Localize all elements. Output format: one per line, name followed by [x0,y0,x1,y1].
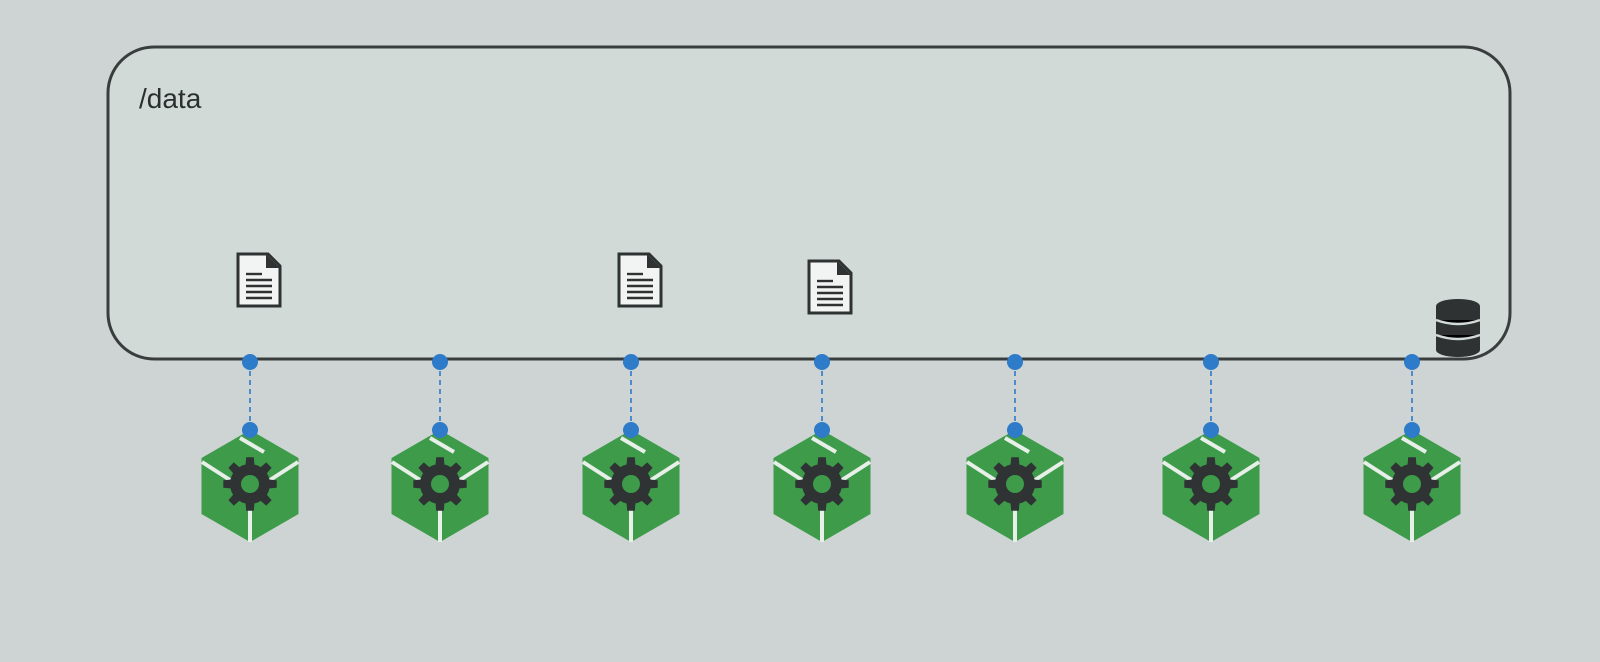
document-icon [807,259,853,315]
connection-dot [432,422,448,438]
compute-node [1362,354,1462,542]
compute-node [965,354,1065,542]
connection-dot [1404,422,1420,438]
connection-dot [1203,354,1219,370]
database-icon [1435,299,1481,357]
connection-dot [242,354,258,370]
documents [236,252,853,315]
connection-dot [623,354,639,370]
nodes [200,354,1462,542]
connection-dot [1404,354,1420,370]
data-volume-label: /data [139,83,202,114]
document-icon [236,252,282,308]
connection-dot [814,354,830,370]
document-icon [617,252,663,308]
data-volume: /data [106,45,1512,361]
connection-dot [814,422,830,438]
connection-dot [1007,422,1023,438]
connection-dot [1203,422,1219,438]
compute-node [772,354,872,542]
compute-node [581,354,681,542]
compute-node [1161,354,1261,542]
connection-dot [432,354,448,370]
connection-dot [242,422,258,438]
connection-dot [1007,354,1023,370]
compute-node [390,354,490,542]
data-volume-box [106,45,1512,361]
connection-dot [623,422,639,438]
compute-node [200,354,300,542]
